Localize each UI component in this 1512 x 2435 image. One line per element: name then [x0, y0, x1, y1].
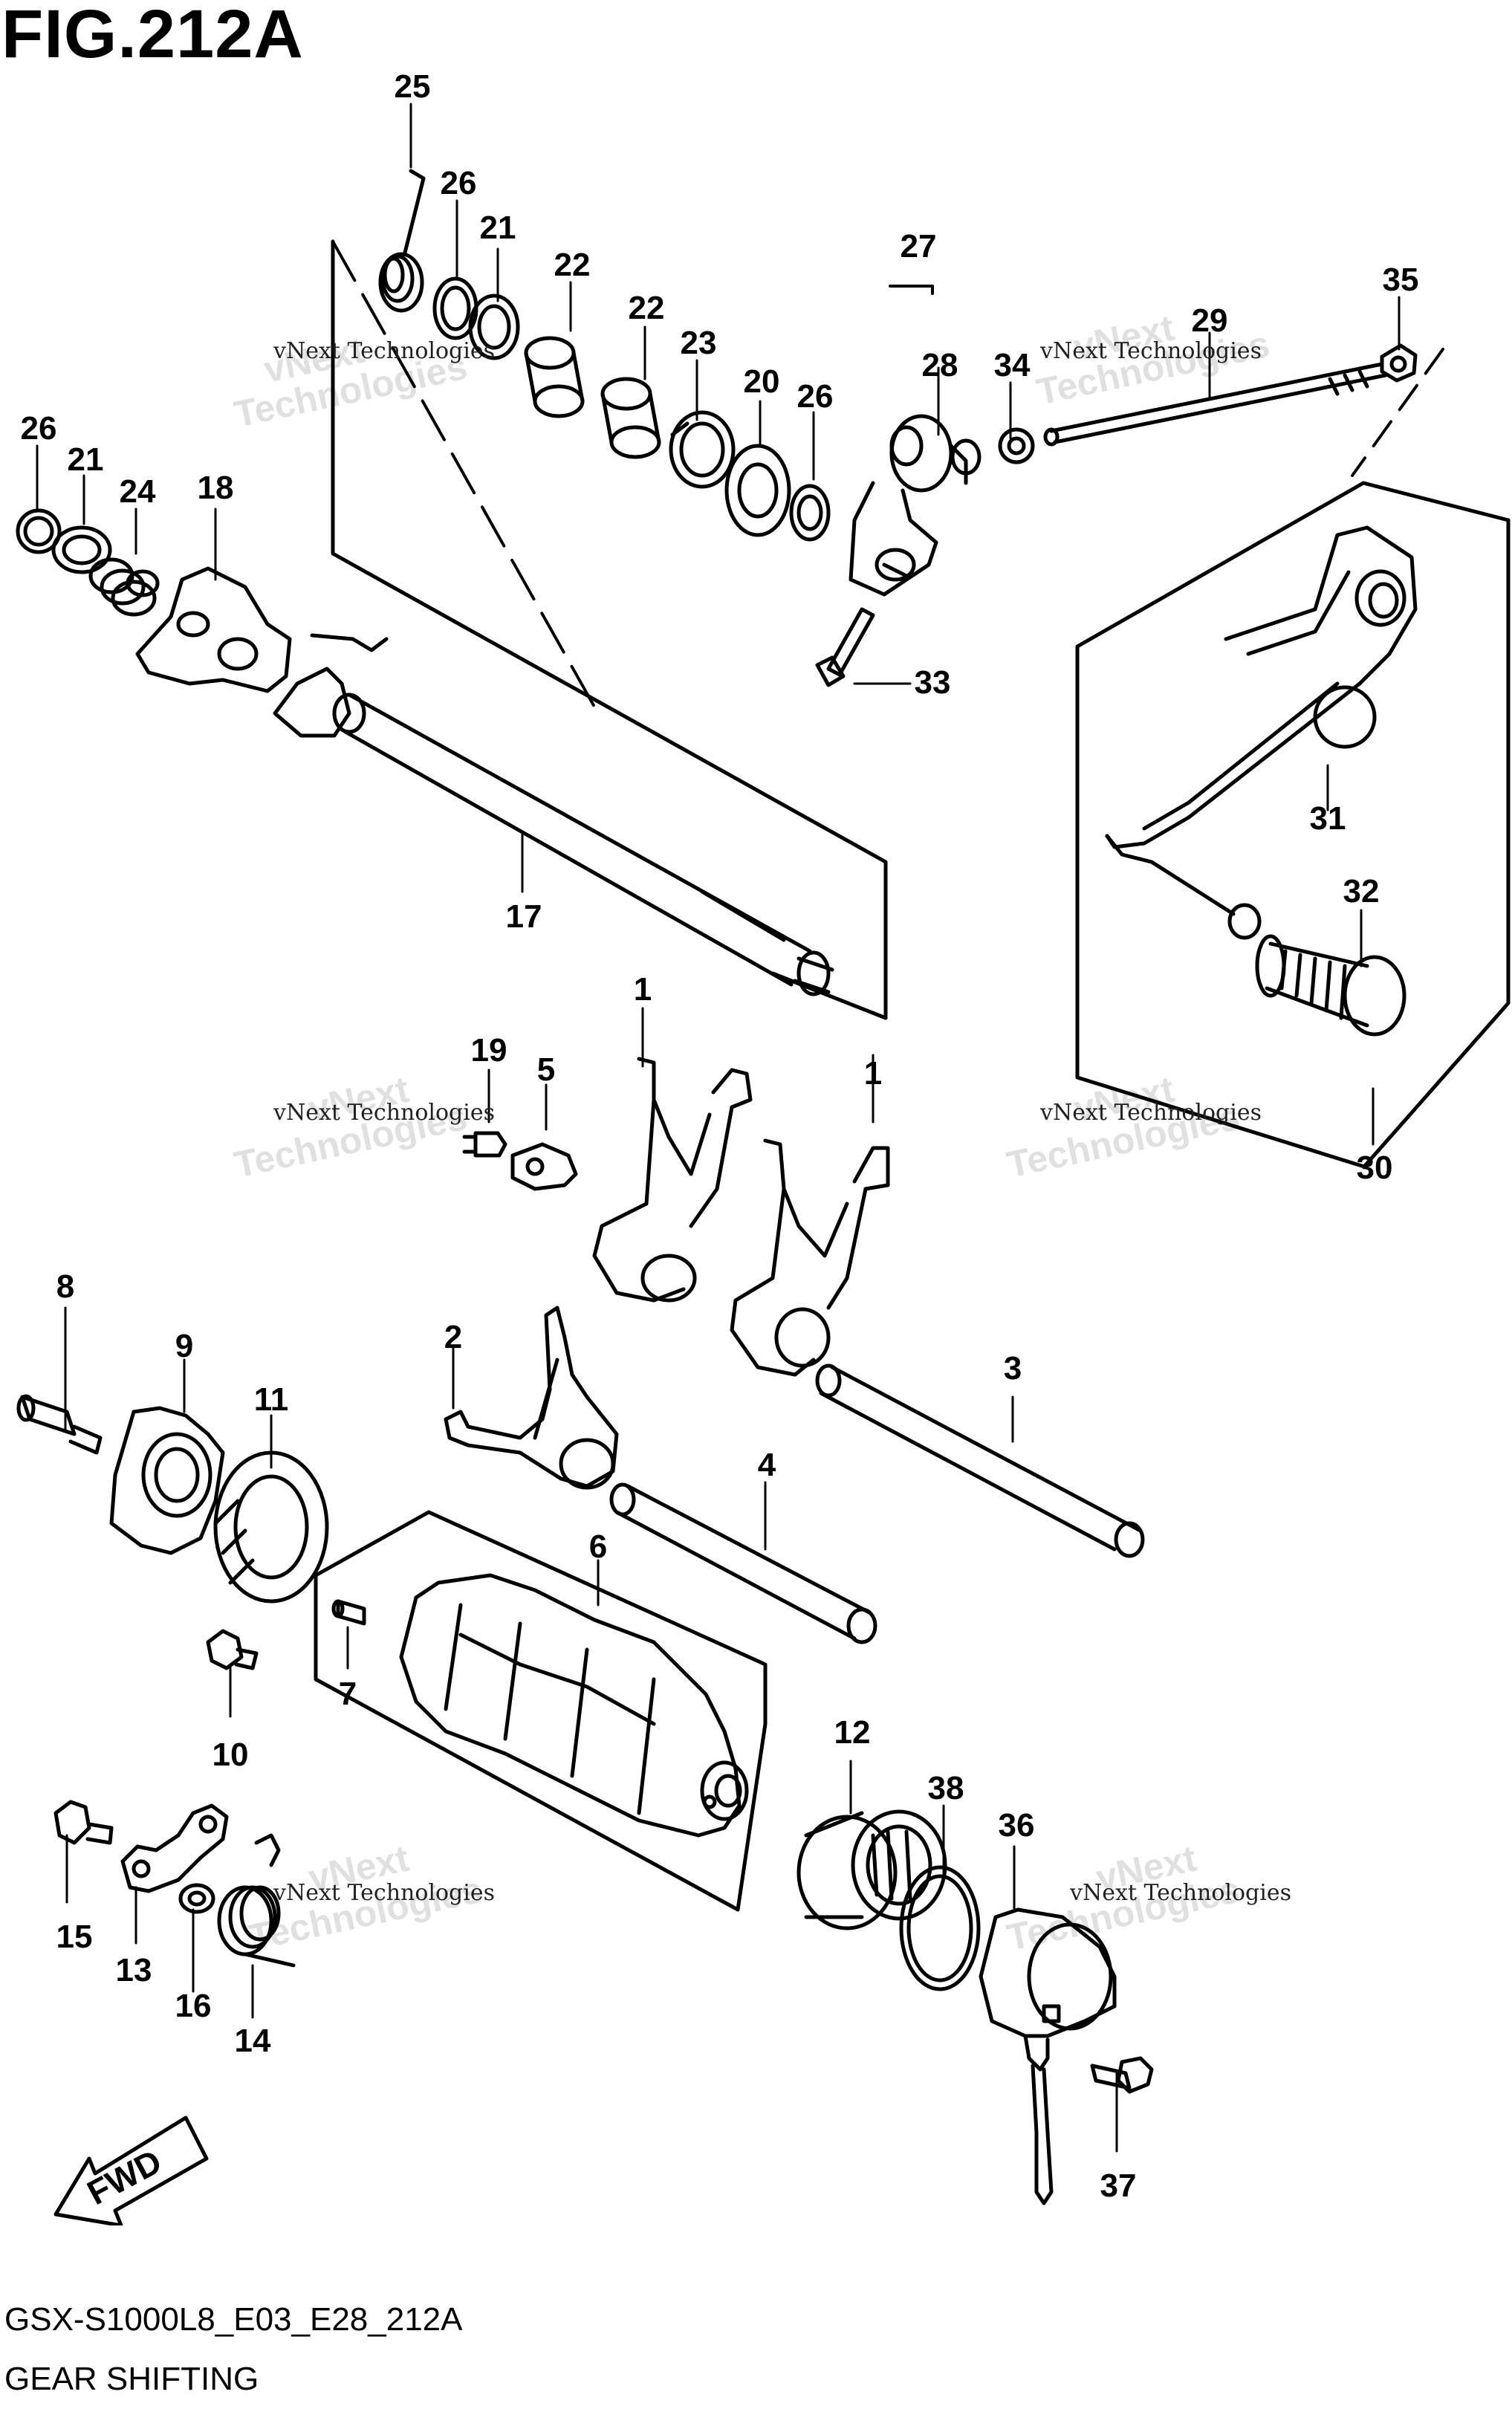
callout-26: 26	[20, 410, 57, 447]
spring-25-part	[378, 169, 426, 313]
callout-29: 29	[1191, 302, 1228, 339]
figure-name: GEAR SHIFTING	[4, 2361, 259, 2397]
callout-19: 19	[470, 1032, 507, 1069]
callout-23: 23	[680, 325, 717, 361]
bolt-10-part	[206, 1629, 259, 1670]
stopper-arm-13-part	[120, 1803, 229, 1893]
callout-6: 6	[588, 1528, 608, 1565]
shift-lever-31-part	[1105, 525, 1418, 940]
fork-shaft-3-part	[815, 1364, 1145, 1558]
bearing-23-part	[669, 410, 736, 489]
callout-17: 17	[505, 898, 542, 935]
callout-26: 26	[440, 165, 477, 201]
callout-15: 15	[56, 1919, 93, 1955]
shaft-group-dash	[331, 240, 600, 715]
spring-24-part	[88, 557, 160, 617]
bolt-37-part	[1090, 2056, 1154, 2094]
bolt-33-part	[815, 607, 875, 687]
callout-28: 28	[921, 347, 958, 383]
shift-fork-2-part	[444, 1306, 619, 1490]
nut-35-part	[1380, 343, 1418, 383]
callout-10: 10	[212, 1737, 249, 1773]
callout-3: 3	[1003, 1350, 1022, 1387]
callout-1: 1	[863, 1055, 883, 1092]
lever-group-dash	[1351, 348, 1444, 477]
bushing-22a-part	[524, 336, 585, 418]
callout-32: 32	[1343, 873, 1380, 910]
callout-27: 27	[900, 228, 937, 265]
callout-26: 26	[796, 378, 834, 415]
callout-12: 12	[834, 1714, 871, 1751]
callout-4: 4	[757, 1447, 776, 1483]
callout-13: 13	[115, 1952, 152, 1988]
pawl-plate-18-part	[135, 566, 292, 693]
bushing-22b-part	[600, 377, 661, 459]
callout-24: 24	[119, 473, 156, 510]
washer-21-top-part	[468, 294, 520, 360]
gearshift-shaft-17-part	[273, 633, 834, 996]
pin-8-part	[16, 1394, 103, 1455]
callout-34: 34	[993, 347, 1031, 383]
callout-37: 37	[1100, 2167, 1137, 2204]
washer-21-left-part	[51, 525, 112, 574]
leader-lines	[36, 103, 1401, 2153]
nut-34-part	[998, 427, 1035, 464]
callout-22: 22	[554, 247, 591, 283]
shaft-group-outline	[331, 239, 888, 1020]
gear-position-sensor-36-part	[979, 1907, 1117, 2205]
callout-14: 14	[234, 2023, 271, 2059]
callout-20: 20	[743, 363, 780, 400]
callout-8: 8	[56, 1268, 75, 1305]
o-ring-38-part	[899, 1865, 981, 1991]
callout-31: 31	[1309, 800, 1346, 837]
callout-5: 5	[536, 1051, 556, 1088]
callout-35: 35	[1382, 262, 1419, 298]
washer-16-part	[178, 1883, 215, 1914]
pin-7-part	[331, 1599, 366, 1626]
callout-21: 21	[479, 210, 516, 246]
callout-33: 33	[914, 664, 951, 701]
callout-9: 9	[175, 1328, 194, 1364]
callout-16: 16	[175, 1988, 212, 2024]
circlip-26-left-part	[16, 508, 62, 554]
cam-plate-9-part	[109, 1406, 225, 1555]
stopper-5-part	[510, 1142, 578, 1191]
tie-rod-29-part	[1043, 362, 1388, 447]
shift-fork-1b-part	[730, 1138, 890, 1377]
bearing-11-part	[213, 1450, 329, 1604]
circlip-26-right-part	[789, 484, 831, 542]
callout-22: 22	[628, 290, 665, 326]
callout-2: 2	[444, 1319, 463, 1355]
figure-title: FIG.212A	[1, 0, 304, 72]
figure-code: GSX-S1000L8_E03_E28_212A	[4, 2301, 463, 2338]
callout-30: 30	[1356, 1150, 1393, 1186]
callout-36: 36	[998, 1807, 1035, 1844]
callout-21: 21	[67, 441, 104, 478]
callout-25: 25	[394, 68, 431, 105]
shift-rubber-32-part	[1255, 934, 1406, 1037]
callout-1: 1	[633, 971, 652, 1008]
washer-20-part	[724, 444, 791, 537]
drum-group-outline	[314, 1510, 768, 1912]
screw-19-part	[462, 1131, 507, 1158]
callout-18: 18	[197, 470, 234, 506]
shift-drum-6-part	[399, 1573, 749, 1838]
bolt-15-part	[53, 1800, 114, 1845]
callout-27-bracket	[889, 285, 934, 295]
lever-group-outline	[1075, 481, 1511, 1169]
callout-7: 7	[338, 1676, 357, 1712]
spring-14-part	[217, 1833, 296, 1968]
gearshift-arm-27-part	[849, 414, 981, 597]
needle-bearing-12-part	[796, 1809, 947, 1930]
fork-shaft-4-part	[609, 1482, 877, 1644]
callout-11: 11	[253, 1381, 289, 1418]
forward-arrow-icon: FWD	[53, 2115, 209, 2225]
shift-fork-1a-part	[592, 1057, 753, 1303]
callout-38: 38	[927, 1770, 964, 1806]
